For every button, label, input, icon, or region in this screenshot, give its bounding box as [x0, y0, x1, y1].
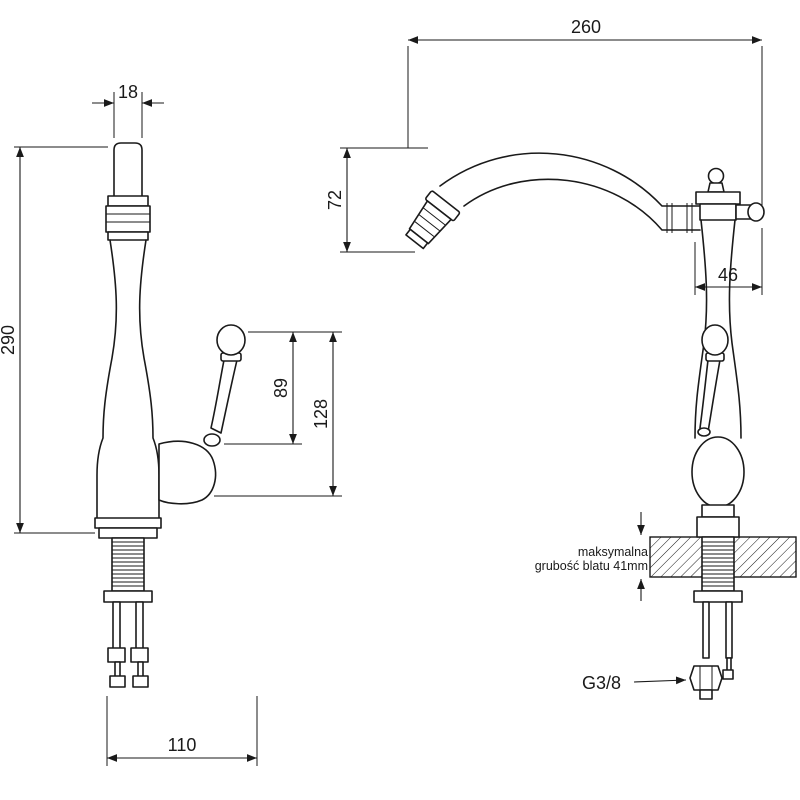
- dim-260-label: 260: [571, 17, 601, 37]
- dim-110-extension-lines: [106, 696, 258, 766]
- dim-290-extension-lines: [14, 146, 108, 534]
- side-body-right-edge: [728, 219, 742, 439]
- counter-thickness-note: maksymalna grubość blatu 41mm: [535, 512, 648, 601]
- side-view: 260 72 46 maksymalna grubość blatu 41mm …: [325, 17, 797, 700]
- side-spout-top-edge: [439, 152, 701, 207]
- front-spout-tip: [113, 142, 143, 197]
- side-aerator: [405, 190, 461, 250]
- front-base-flange-lower: [98, 527, 158, 539]
- side-handle-stem: [699, 359, 721, 433]
- side-spout-bottom-edge: [463, 178, 701, 231]
- dim-110-label: 110: [168, 735, 197, 755]
- dim-72-label: 72: [325, 190, 345, 210]
- counter-note-line1: maksymalna: [578, 545, 648, 559]
- front-valve-dome: [158, 440, 217, 505]
- front-faucet-outline: [94, 142, 162, 539]
- dim-spout-reach: 260: [407, 17, 763, 206]
- dim-spout-width: 18: [92, 82, 164, 138]
- side-stud-right: [725, 601, 733, 659]
- dim-total-height: 290: [0, 146, 108, 534]
- counter-note-line2: grubość blatu 41mm: [535, 559, 648, 573]
- front-view: 18 290 89 128 110: [0, 82, 342, 766]
- side-aerator-body: [408, 200, 452, 245]
- side-rear-knob: [747, 202, 765, 222]
- side-cap-lower: [699, 203, 737, 221]
- side-handle: [697, 324, 729, 437]
- side-hose-nipple: [699, 689, 713, 700]
- front-handle-stem: [210, 359, 238, 434]
- front-body-right-edge: [138, 239, 160, 519]
- dim-handle-to-outlet: 89: [224, 331, 342, 445]
- side-hex-facets: [699, 666, 713, 690]
- front-handle-knob: [216, 324, 246, 356]
- dim-72-extension-lines: [340, 147, 428, 253]
- front-shank-threads: [112, 541, 144, 587]
- side-spout: [405, 152, 701, 250]
- side-cap-upper: [695, 191, 741, 205]
- dim-body-width: 46: [694, 228, 763, 295]
- front-nut-right: [130, 647, 149, 663]
- dim-handle-to-base: 128: [214, 332, 342, 497]
- side-spout-joint-rings: [666, 203, 693, 233]
- front-end-cap-right: [132, 675, 149, 688]
- dim-18-label: 18: [118, 82, 138, 102]
- front-aerator-body: [105, 205, 151, 233]
- side-finial-ball: [707, 167, 725, 185]
- side-stud-left: [702, 601, 710, 659]
- side-base-upper: [701, 504, 735, 518]
- front-base-flange-upper: [94, 517, 162, 529]
- front-aerator-flange-bottom: [107, 231, 149, 241]
- side-mount-bracket: [693, 590, 743, 603]
- side-shank-threads: [702, 541, 734, 587]
- side-handle-stem-end: [697, 427, 711, 437]
- front-body-left-edge: [96, 239, 118, 519]
- side-body: [691, 167, 765, 538]
- front-end-cap-left: [109, 675, 126, 688]
- side-base-lower: [696, 516, 740, 538]
- dim-depth: 110: [106, 696, 258, 766]
- thread-label: G3/8: [582, 673, 621, 693]
- front-aerator-ridges: [106, 213, 150, 223]
- front-nut-left: [107, 647, 126, 663]
- thread-leader-line: [633, 676, 687, 685]
- side-handle-knob: [701, 324, 729, 356]
- side-stud-right-cap: [722, 669, 734, 680]
- side-valve-bulb: [691, 436, 745, 508]
- side-shank: [701, 536, 735, 592]
- dim-46-label: 46: [718, 265, 738, 285]
- front-aerator-flange-top: [107, 195, 149, 207]
- thread-label-group: G3/8: [582, 673, 687, 693]
- dim-290-label: 290: [0, 325, 18, 355]
- front-handle: [158, 324, 246, 505]
- dim-spout-drop: 72: [325, 147, 428, 253]
- side-mount: [689, 536, 743, 700]
- front-mount-bracket: [103, 590, 153, 603]
- side-hose-hex-fitting: [689, 665, 723, 691]
- side-finial-stand: [707, 182, 725, 193]
- dim-260-extension-lines: [407, 46, 763, 206]
- front-handle-stem-joint: [203, 433, 221, 447]
- dim-89-label: 89: [271, 378, 291, 398]
- side-aerator-tip: [405, 228, 429, 250]
- side-aerator-ridges: [414, 207, 446, 237]
- dim-128-label: 128: [311, 399, 331, 429]
- front-shank-and-mount: [103, 537, 153, 688]
